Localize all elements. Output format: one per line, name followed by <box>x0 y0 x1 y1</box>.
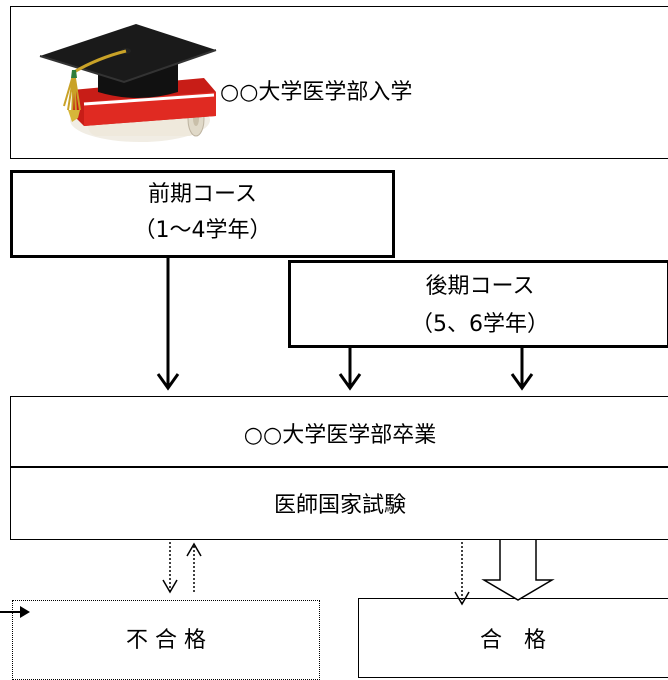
early-course-arrow <box>156 258 180 391</box>
exam-label: 医師国家試験 <box>273 493 406 518</box>
pass-hollow-arrow <box>481 540 555 601</box>
late-course-name: 後期コース <box>425 274 535 299</box>
early-course-box <box>10 170 395 258</box>
graduation-exam-box <box>10 396 668 540</box>
retry-up-dotted-arrow <box>186 542 202 592</box>
graduation-label: ○○大学医学部卒業 <box>243 423 437 448</box>
box-divider <box>10 466 668 468</box>
graduation-cap-and-diploma-icon <box>39 24 217 142</box>
fail-down-dotted-arrow <box>162 542 178 594</box>
late-course-arrow-left <box>338 348 362 391</box>
early-course-years: （1～4学年） <box>133 218 272 243</box>
fail-label: 不 合 格 <box>126 628 206 653</box>
fail-box <box>12 600 320 680</box>
late-course-arrow-right <box>510 348 534 391</box>
pass-box <box>358 598 668 678</box>
late-course-years: （5、6学年） <box>411 312 549 337</box>
enrollment-title: ○○大学医学部入学 <box>220 80 413 105</box>
late-course-box <box>288 260 668 348</box>
external-entry-arrow <box>0 606 30 618</box>
pass-dotted-arrow <box>454 542 470 606</box>
pass-label: 合 格 <box>479 628 546 653</box>
early-course-name: 前期コース <box>148 182 257 207</box>
